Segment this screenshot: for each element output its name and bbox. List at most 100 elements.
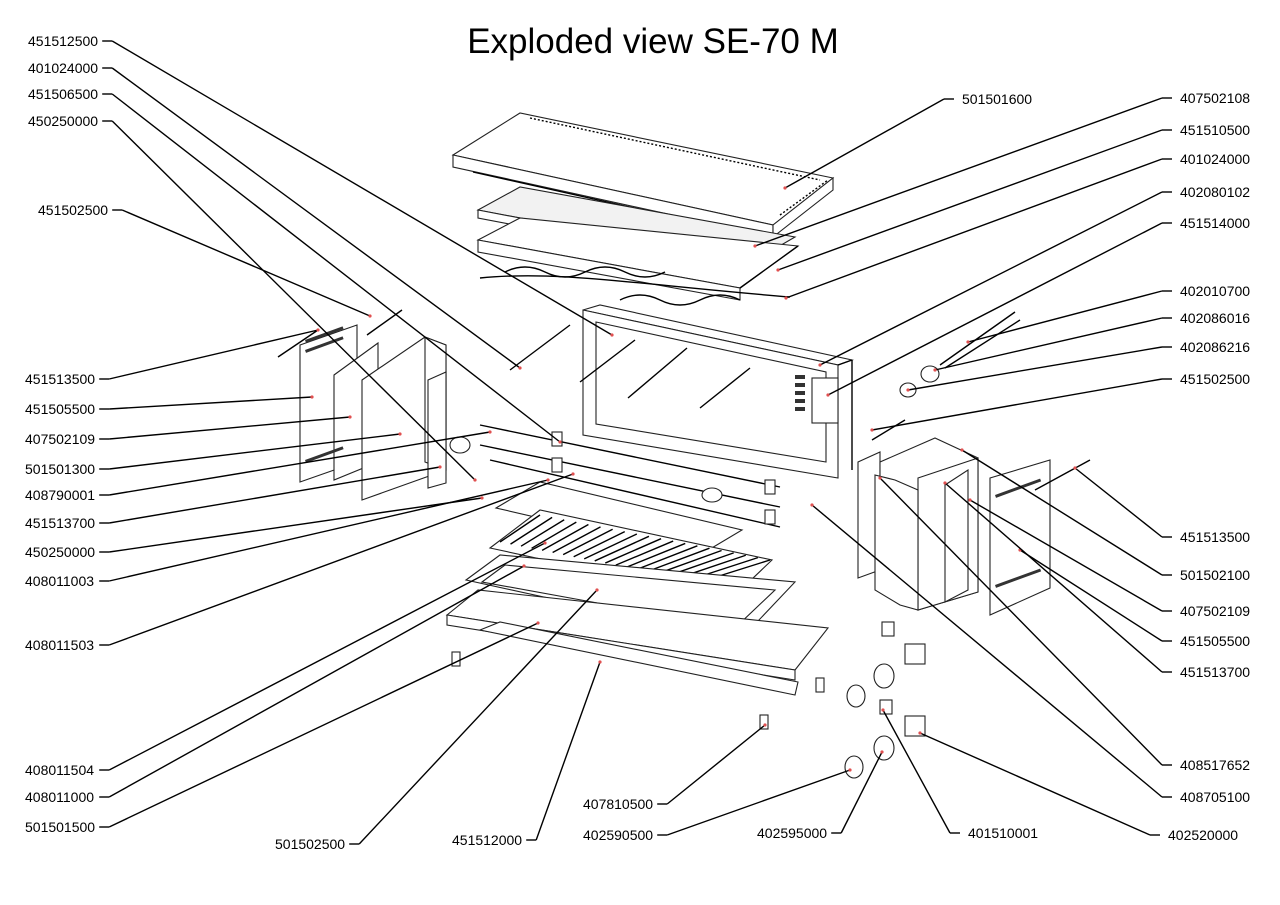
leader-line bbox=[358, 589, 598, 845]
leader-line bbox=[108, 622, 539, 828]
leader-target-dot bbox=[310, 395, 314, 399]
back-panel bbox=[582, 304, 854, 479]
callout-label: 501502500 bbox=[275, 836, 345, 852]
callout-label: 402590500 bbox=[583, 827, 653, 843]
callout-label: 401024000 bbox=[28, 60, 98, 76]
leader-line bbox=[819, 191, 1163, 366]
leader-target-dot bbox=[881, 708, 885, 712]
grid-wire bbox=[552, 526, 601, 554]
grid-wire bbox=[541, 523, 589, 552]
grid-wire bbox=[615, 540, 674, 566]
leader-line bbox=[109, 416, 351, 440]
leader-target-dot bbox=[810, 503, 814, 507]
callout-label: 408705100 bbox=[1180, 789, 1250, 805]
grid-wire bbox=[594, 535, 650, 562]
callout-label: 402595000 bbox=[757, 825, 827, 841]
leader-line bbox=[109, 479, 549, 582]
callout-label: 401510001 bbox=[968, 825, 1038, 841]
grid-wire bbox=[636, 545, 698, 571]
grid-wire bbox=[520, 519, 565, 547]
callout-label: 501501500 bbox=[25, 819, 95, 835]
leader-target-dot bbox=[826, 393, 830, 397]
leader-line bbox=[840, 751, 883, 834]
grid-wire bbox=[583, 533, 638, 560]
callout-label: 451505500 bbox=[25, 401, 95, 417]
leader-target-dot bbox=[571, 472, 575, 476]
callout-label: 408517652 bbox=[1180, 757, 1250, 773]
grid-wire bbox=[657, 549, 722, 575]
controls bbox=[844, 311, 1021, 779]
grid-wire bbox=[510, 516, 553, 545]
leader-target-dot bbox=[880, 750, 884, 754]
parts-drawing bbox=[277, 112, 1091, 779]
callout-label: 501501300 bbox=[25, 461, 95, 477]
callout-label: 451512000 bbox=[452, 832, 522, 848]
leader-target-dot bbox=[783, 186, 787, 190]
grid-wire bbox=[604, 538, 662, 564]
leader-target-dot bbox=[488, 430, 492, 434]
leader-target-dot bbox=[546, 478, 550, 482]
leader-line bbox=[907, 346, 1163, 391]
callout-label: 408011000 bbox=[25, 789, 94, 805]
leader-target-dot bbox=[536, 621, 540, 625]
callout-label: 450250000 bbox=[25, 544, 95, 560]
leader-line bbox=[108, 473, 574, 646]
right-side-assembly bbox=[857, 419, 1091, 616]
leader-target-dot bbox=[522, 564, 526, 568]
callout-label: 451502500 bbox=[38, 202, 108, 218]
callout-label: 451513700 bbox=[1180, 664, 1250, 680]
leader-line bbox=[1074, 467, 1163, 538]
leader-lines bbox=[99, 40, 1172, 845]
callout-label: 402086216 bbox=[1180, 339, 1250, 355]
leader-target-dot bbox=[966, 340, 970, 344]
callout-label: 451510500 bbox=[1180, 122, 1250, 138]
leader-target-dot bbox=[943, 481, 947, 485]
leader-line bbox=[784, 98, 945, 189]
leader-target-dot bbox=[968, 498, 972, 502]
leader-line bbox=[111, 120, 476, 481]
grid-wire bbox=[626, 542, 686, 568]
grid-wire bbox=[647, 547, 710, 573]
leader-target-dot bbox=[398, 432, 402, 436]
top-cover bbox=[451, 112, 835, 239]
rack-rods bbox=[509, 324, 751, 409]
callout-label: 407502109 bbox=[1180, 603, 1250, 619]
leader-target-dot bbox=[960, 448, 964, 452]
grid-wire bbox=[562, 528, 613, 556]
callout-labels: 4515125004010240004515065004502500004515… bbox=[25, 33, 1250, 852]
leader-line bbox=[109, 396, 313, 410]
leader-line bbox=[944, 482, 1163, 673]
leader-line bbox=[811, 504, 1163, 798]
leader-line bbox=[919, 732, 1151, 836]
leader-line bbox=[961, 449, 1163, 576]
leader-line bbox=[109, 329, 319, 380]
grid-wire bbox=[531, 521, 577, 549]
grid-wire bbox=[499, 514, 541, 543]
callout-label: 408011504 bbox=[25, 762, 94, 778]
leader-line bbox=[108, 542, 546, 771]
callout-label: 501501600 bbox=[962, 91, 1032, 107]
leader-line bbox=[535, 661, 601, 841]
callout-label: 451506500 bbox=[28, 86, 98, 102]
callout-label: 451514000 bbox=[1180, 215, 1250, 231]
leader-target-dot bbox=[473, 478, 477, 482]
grid-wire bbox=[573, 530, 626, 558]
leader-line bbox=[109, 466, 441, 524]
leader-target-dot bbox=[558, 440, 562, 444]
leader-target-dot bbox=[870, 428, 874, 432]
leader-target-dot bbox=[543, 541, 547, 545]
leader-target-dot bbox=[753, 244, 757, 248]
leader-line bbox=[109, 497, 483, 553]
leader-target-dot bbox=[595, 588, 599, 592]
leader-line bbox=[109, 433, 401, 470]
callout-label: 402080102 bbox=[1180, 184, 1250, 200]
leader-target-dot bbox=[933, 368, 937, 372]
callout-label: 450250000 bbox=[28, 113, 98, 129]
callout-label: 451513500 bbox=[1180, 529, 1250, 545]
leader-target-dot bbox=[598, 660, 602, 664]
callout-label: 401024000 bbox=[1180, 151, 1250, 167]
leader-target-dot bbox=[368, 314, 372, 318]
leader-line bbox=[969, 499, 1163, 612]
callout-label: 451513700 bbox=[25, 515, 95, 531]
